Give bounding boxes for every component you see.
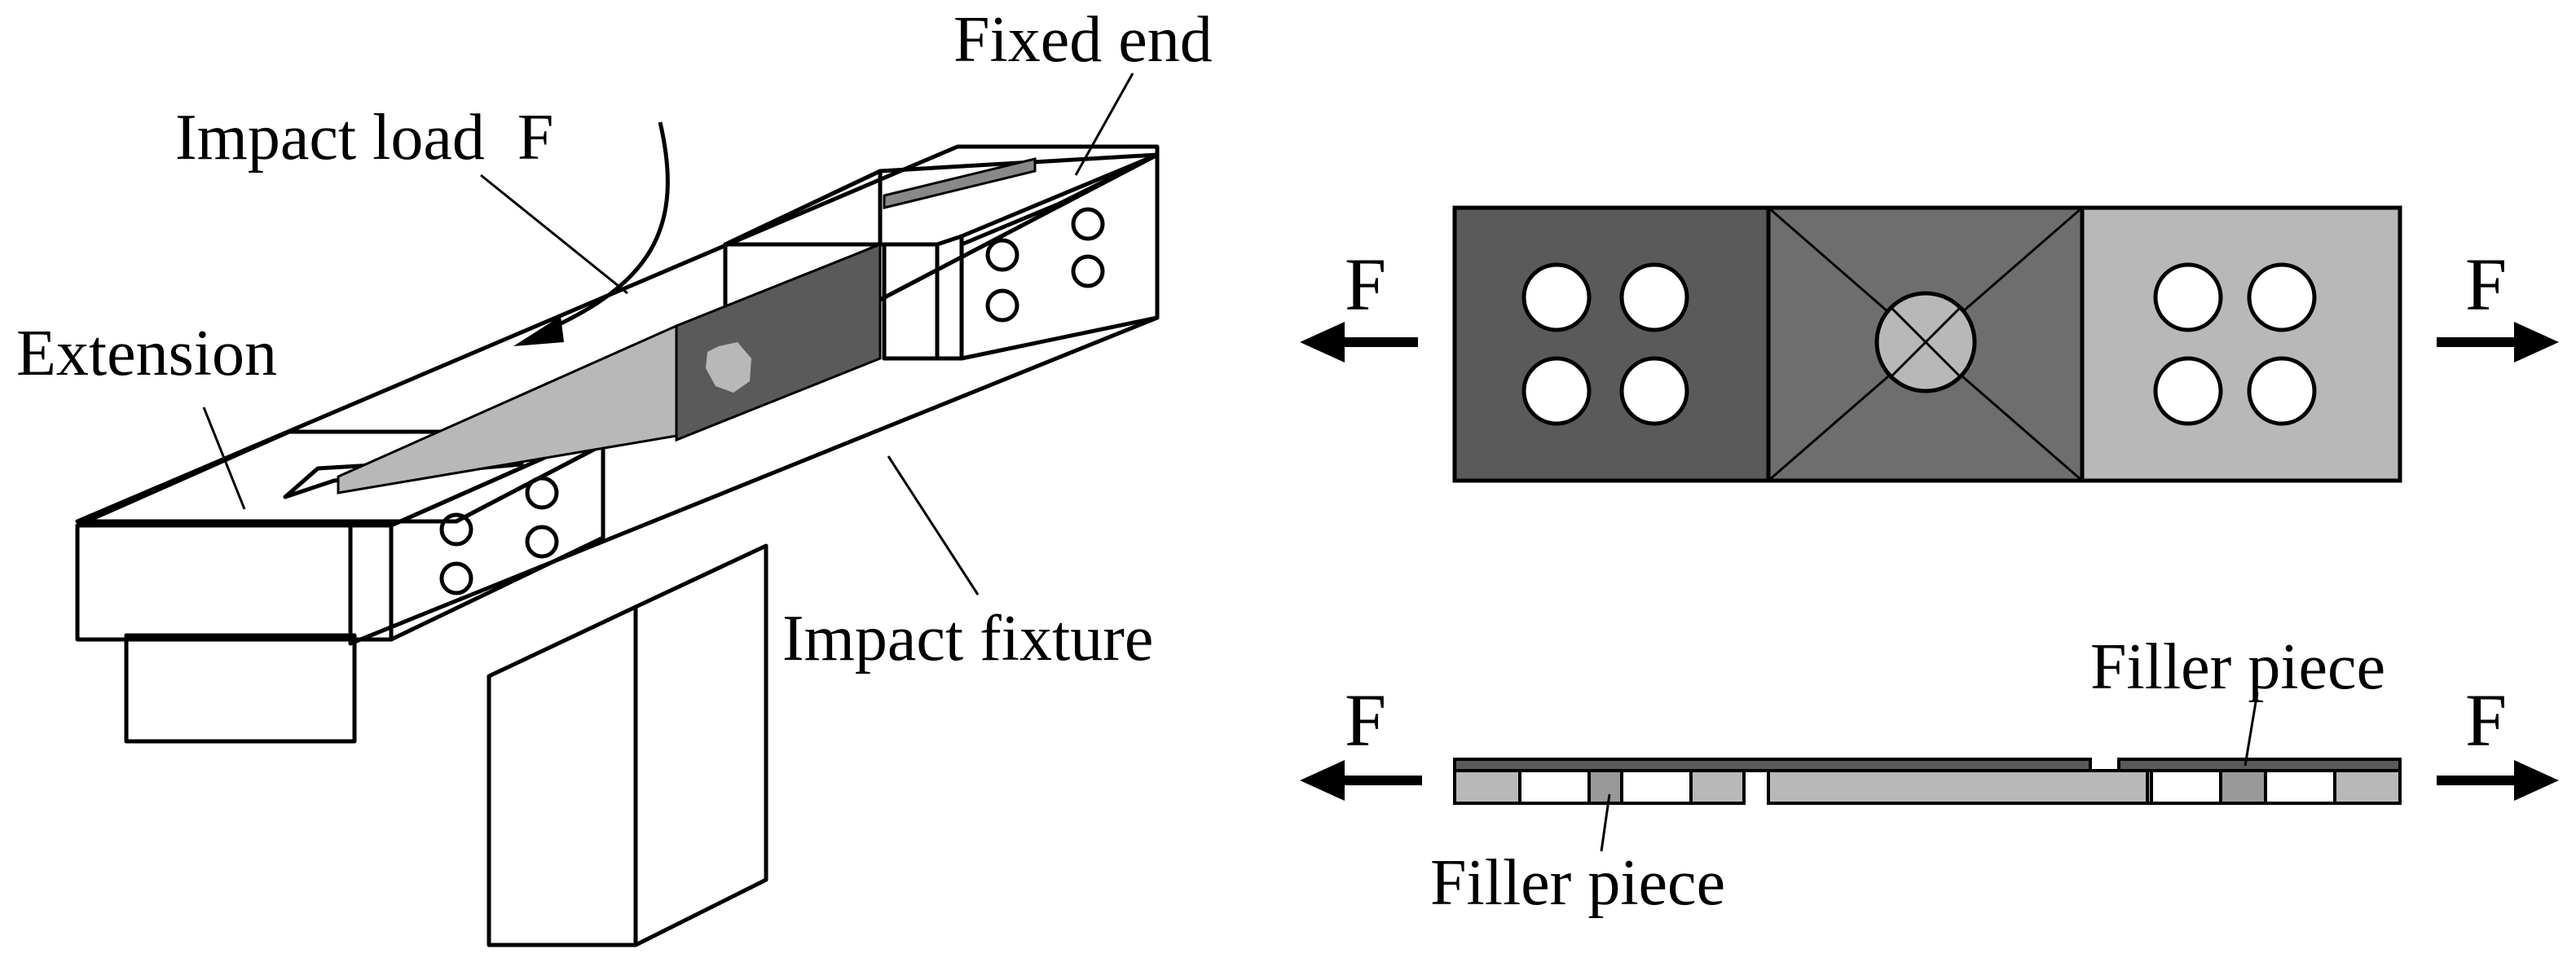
label-impact-fixture: Impact fixture (782, 603, 1153, 675)
top-view-right-bolt-holes (2153, 262, 2317, 426)
side-view-force-arrow-left (1300, 760, 1422, 801)
label-fixed-end: Fixed end (953, 4, 1213, 76)
impact-load-arrow (513, 121, 670, 346)
label-impact-load: Impact load F (175, 102, 553, 174)
specimen-strip (337, 157, 1037, 494)
fixed-end-bolt-holes (985, 207, 1105, 323)
leader-impact-load (480, 174, 628, 295)
top-view-right-panel (2080, 205, 2402, 483)
fixture-post (487, 543, 768, 947)
leader-fixed-end (1074, 73, 1134, 176)
label-filler-piece-top: Filler piece (2090, 631, 2385, 703)
leader-filler-top (2244, 692, 2259, 767)
leader-impact-fixture (887, 455, 980, 595)
side-view-force-arrow-right (2437, 760, 2559, 801)
side-view-force-label-left: F (1345, 679, 1386, 762)
impact-point-marker (706, 342, 751, 393)
side-view-force-label-right: F (2465, 679, 2507, 762)
extension-block (75, 429, 605, 642)
extension-bolt-holes (439, 476, 559, 595)
label-filler-piece-bottom: Filler piece (1430, 847, 1725, 919)
top-view-force-label-left: F (1345, 243, 1386, 326)
fixed-end-block (723, 152, 1160, 361)
filler-piece-left (1587, 769, 1623, 805)
top-view-force-arrow-left (1300, 322, 1418, 363)
leader-extension (202, 407, 246, 510)
specimen-top-view: F F (1300, 205, 2559, 483)
side-view-bottom-layer (1453, 769, 2402, 805)
impact-fixture-drawing: Fixed end Impact load F Extension Impact… (16, 4, 1213, 947)
specimen-light-section (337, 323, 678, 494)
leader-filler-bottom (1600, 793, 1611, 852)
top-view-left-panel (1452, 205, 1771, 483)
top-view-force-arrow-right (2437, 322, 2559, 363)
specimen-dark-section (675, 242, 882, 442)
filler-piece-right (2219, 769, 2267, 805)
top-view-left-bolt-holes (1521, 262, 1689, 426)
extension-base-block (124, 633, 357, 744)
label-extension: Extension (16, 318, 277, 389)
specimen-far-strip (883, 157, 1037, 209)
top-view-force-label-right: F (2465, 243, 2507, 326)
specimen-side-view: F F Filler piece Filler piece (1300, 631, 2559, 919)
